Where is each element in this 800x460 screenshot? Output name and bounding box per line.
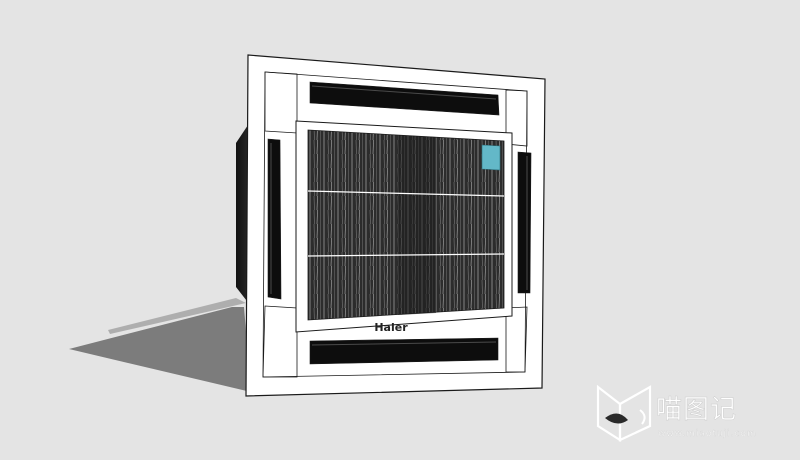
vent-top bbox=[309, 81, 500, 116]
watermark-url: www.miaotuji.com bbox=[658, 429, 757, 439]
watermark-name: 喵图记 bbox=[656, 395, 737, 425]
vent-right bbox=[517, 151, 532, 294]
cat-leaf-icon bbox=[596, 384, 652, 443]
vent-left bbox=[267, 138, 282, 300]
watermark: 喵图记 www.miaotuji.com bbox=[596, 384, 757, 443]
indicator-panel bbox=[481, 144, 501, 171]
brand-label: Haier bbox=[374, 321, 408, 334]
vent-top-highlight bbox=[311, 85, 497, 100]
corner-top-right bbox=[505, 89, 528, 147]
floor-shadow bbox=[69, 307, 251, 392]
corner-bottom-right bbox=[505, 306, 528, 373]
floor-shadow-edge bbox=[108, 298, 246, 334]
vent-bottom-highlight bbox=[311, 341, 497, 346]
grille-center-band bbox=[398, 135, 436, 315]
grille-divider-lower bbox=[307, 253, 505, 257]
vent-bottom bbox=[309, 337, 499, 365]
grille-divider-upper bbox=[307, 190, 505, 197]
corner-bottom-left bbox=[262, 305, 298, 378]
